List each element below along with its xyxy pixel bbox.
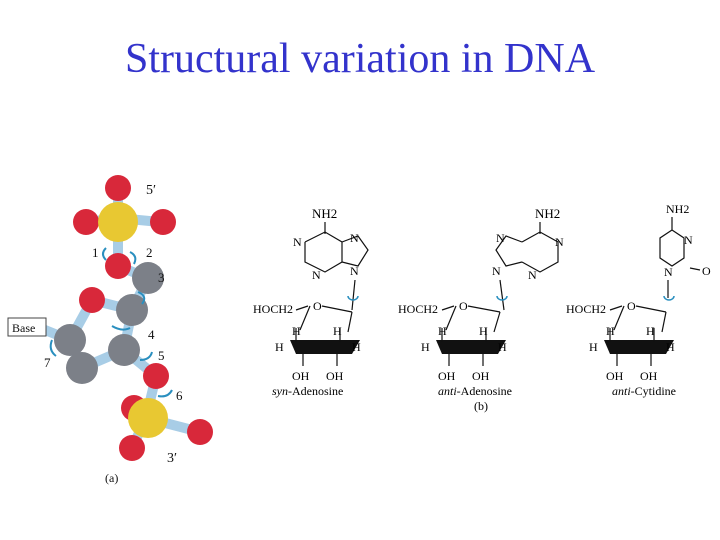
torsion-label-2: 2	[146, 245, 153, 260]
phosphorus-atom	[128, 398, 168, 438]
atom-h: H	[666, 340, 675, 354]
amino-label: NH2	[535, 206, 560, 221]
atom-o: O	[627, 299, 636, 313]
carbon-atom	[116, 294, 148, 326]
oxygen-atom	[150, 209, 176, 235]
torsion-label-3: 3	[158, 270, 165, 285]
nucleoside-name: anti-Cytidine	[612, 384, 676, 398]
sugar-label: HOCH2	[398, 302, 438, 316]
atom-o: O	[313, 299, 322, 313]
phosphorus-atom	[98, 202, 138, 242]
atom-n: N	[293, 235, 302, 249]
base-label: Base	[12, 321, 35, 335]
oxygen-atom	[187, 419, 213, 445]
hydroxyl: OH	[640, 369, 658, 383]
anti-cytidine: NH2 N N O HOCH2 O H	[566, 202, 711, 398]
atom-h: H	[421, 340, 430, 354]
torsion-arrows	[49, 247, 173, 398]
atom-n: N	[664, 265, 673, 279]
atom-h: H	[646, 324, 655, 338]
pyrimidine-ring	[659, 217, 701, 271]
hydroxyl: OH	[472, 369, 490, 383]
atom-h: H	[438, 324, 447, 338]
carbon-atom	[132, 262, 164, 294]
syn-adenosine: NH2 N N N N HOCH2 O	[253, 206, 369, 398]
atom-o: O	[459, 299, 468, 313]
atom-o: O	[702, 264, 711, 278]
carbon-atom	[66, 352, 98, 384]
atom-h: H	[292, 324, 301, 338]
oxygen-atom	[79, 287, 105, 313]
panel-b-label: (b)	[474, 399, 488, 413]
carbon-atom	[54, 324, 86, 356]
sugar-label: HOCH2	[253, 302, 293, 316]
atom-h: H	[606, 324, 615, 338]
slide-title: Structural variation in DNA	[124, 36, 596, 82]
carbon-atom	[108, 334, 140, 366]
atom-n: N	[684, 233, 693, 247]
atom-n: N	[350, 264, 359, 278]
atom-n: N	[555, 235, 564, 249]
atom-n: N	[528, 268, 537, 282]
base-label-box	[7, 317, 47, 337]
purine-ring	[304, 222, 369, 273]
hydroxyl: OH	[438, 369, 456, 383]
purine-ring	[495, 222, 559, 273]
atom-n: N	[312, 268, 321, 282]
atom-h: H	[589, 340, 598, 354]
hydroxyl: OH	[292, 369, 310, 383]
atom-n: N	[350, 231, 359, 245]
oxygen-atom	[143, 363, 169, 389]
atom-h: H	[479, 324, 488, 338]
sugar-label: HOCH2	[566, 302, 606, 316]
nucleoside-name: syn-Adenosine	[272, 384, 343, 398]
torsion-label-7: 7	[44, 355, 51, 370]
oxygen-atom	[105, 175, 131, 201]
oxygen-atom	[119, 435, 145, 461]
atom-n: N	[492, 264, 501, 278]
amino-label: NH2	[666, 202, 689, 216]
atom-h: H	[275, 340, 284, 354]
panel-a-model: 5′ 3′ 1 2 3 4 5 6 7 Base (a)	[7, 175, 213, 485]
torsion-label-5: 5	[158, 348, 165, 363]
panel-a-label: (a)	[105, 471, 118, 485]
torsion-label-6: 6	[176, 388, 183, 403]
atom-h: H	[352, 340, 361, 354]
nucleoside-name: anti-Adenosine	[438, 384, 512, 398]
prime-5-label: 5′	[146, 183, 156, 198]
atom-n: N	[496, 231, 505, 245]
torsion-label-1: 1	[92, 245, 99, 260]
oxygen-atom	[73, 209, 99, 235]
prime-3-label: 3′	[167, 451, 177, 466]
amino-label: NH2	[312, 206, 337, 221]
torsion-label-4: 4	[148, 327, 155, 342]
hydroxyl: OH	[606, 369, 624, 383]
atom-h: H	[333, 324, 342, 338]
anti-adenosine: NH2 N N N N HOCH2 O	[398, 206, 564, 413]
atom-h: H	[498, 340, 507, 354]
oxygen-atom	[105, 253, 131, 279]
hydroxyl: OH	[326, 369, 344, 383]
